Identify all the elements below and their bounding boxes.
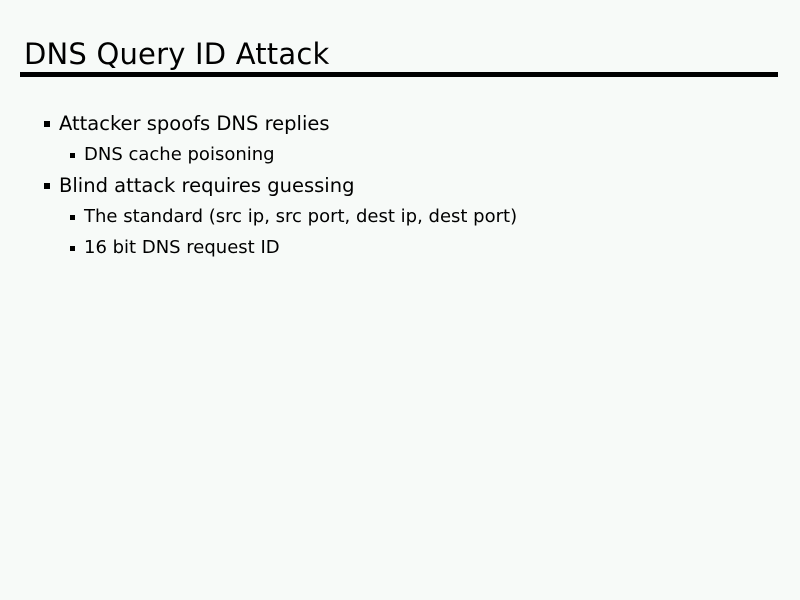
bullet-text: The standard (src ip, src port, dest ip,… [84, 206, 518, 227]
square-bullet-icon [70, 215, 75, 220]
bullet-item-2: DNS cache poisoning [0, 139, 800, 170]
square-bullet-icon [44, 183, 50, 189]
bullet-item-5: 16 bit DNS request ID [0, 232, 800, 263]
bullet-item-1: Attacker spoofs DNS replies [0, 108, 800, 139]
square-bullet-icon [70, 246, 75, 251]
title-divider [20, 72, 778, 77]
square-bullet-icon [70, 153, 75, 158]
bullet-text: 16 bit DNS request ID [84, 237, 280, 258]
bullet-item-3: Blind attack requires guessing [0, 170, 800, 201]
bullet-text: Blind attack requires guessing [59, 174, 355, 197]
bullet-item-4: The standard (src ip, src port, dest ip,… [0, 201, 800, 232]
page-title: DNS Query ID Attack [24, 37, 330, 71]
bullet-list: Attacker spoofs DNS replies DNS cache po… [0, 108, 800, 263]
square-bullet-icon [44, 121, 50, 127]
bullet-text: DNS cache poisoning [84, 144, 275, 165]
bullet-text: Attacker spoofs DNS replies [59, 112, 330, 135]
